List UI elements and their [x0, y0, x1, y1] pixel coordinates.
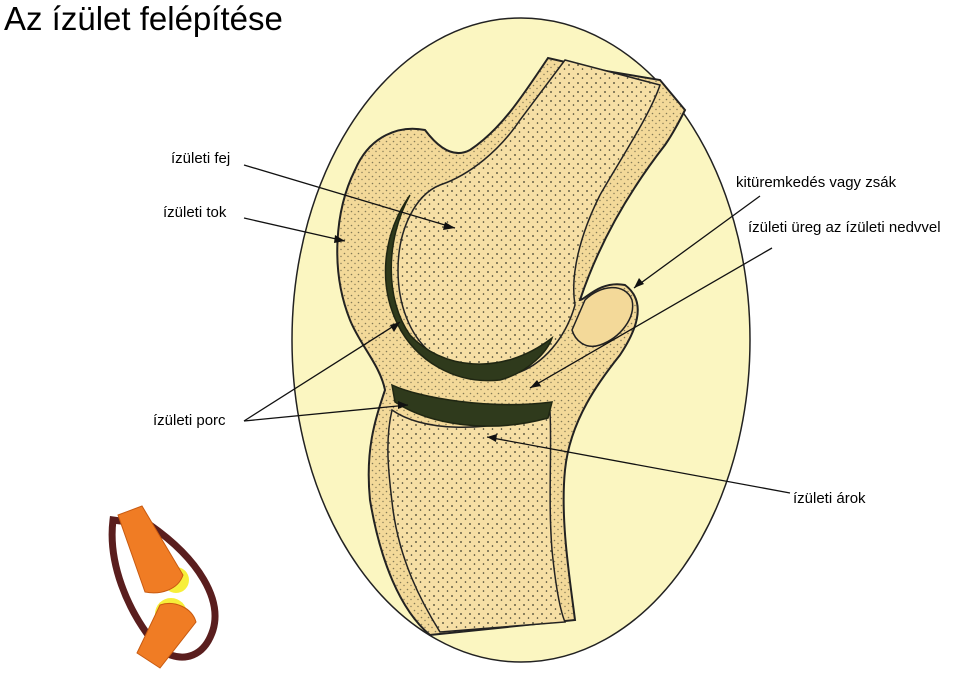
page-title: Az ízület felépítése — [4, 0, 283, 37]
arrowhead-cavity — [530, 380, 541, 388]
label-joint-socket: ízületi árok — [793, 490, 866, 507]
pointer-cavity — [529, 247, 773, 389]
pointer-head — [243, 164, 456, 229]
arrowhead-head — [443, 222, 455, 230]
label-joint-capsule: ízületi tok — [163, 204, 227, 221]
bursa-pouch — [571, 286, 634, 347]
pointer-socket — [486, 436, 791, 494]
arrowhead-socket — [487, 434, 497, 442]
label-bursa: kitüremkedés vagy zsák — [736, 174, 897, 191]
label-joint-cavity: ízületi üreg az ízületi nedvvel — [748, 219, 941, 236]
arrowhead-cartilage-lower — [398, 401, 408, 409]
lower-bone-texture — [387, 410, 565, 632]
label-joint-cartilage: ízületi porc — [153, 412, 226, 429]
arrowhead-capsule — [334, 235, 345, 243]
pointer-capsule — [243, 217, 346, 242]
lower-cartilage — [391, 383, 553, 427]
pointer-cartilage-lower — [243, 404, 409, 422]
schematic-joint-icon — [108, 505, 219, 669]
arrowhead-bursa — [634, 278, 644, 288]
upper-cartilage — [384, 194, 554, 382]
pointer-bursa — [633, 195, 761, 289]
upper-bone-texture — [398, 60, 660, 376]
label-joint-head: ízületi fej — [171, 150, 231, 167]
pointer-cartilage-upper — [243, 321, 401, 422]
arrowhead-cartilage-upper — [390, 322, 400, 332]
